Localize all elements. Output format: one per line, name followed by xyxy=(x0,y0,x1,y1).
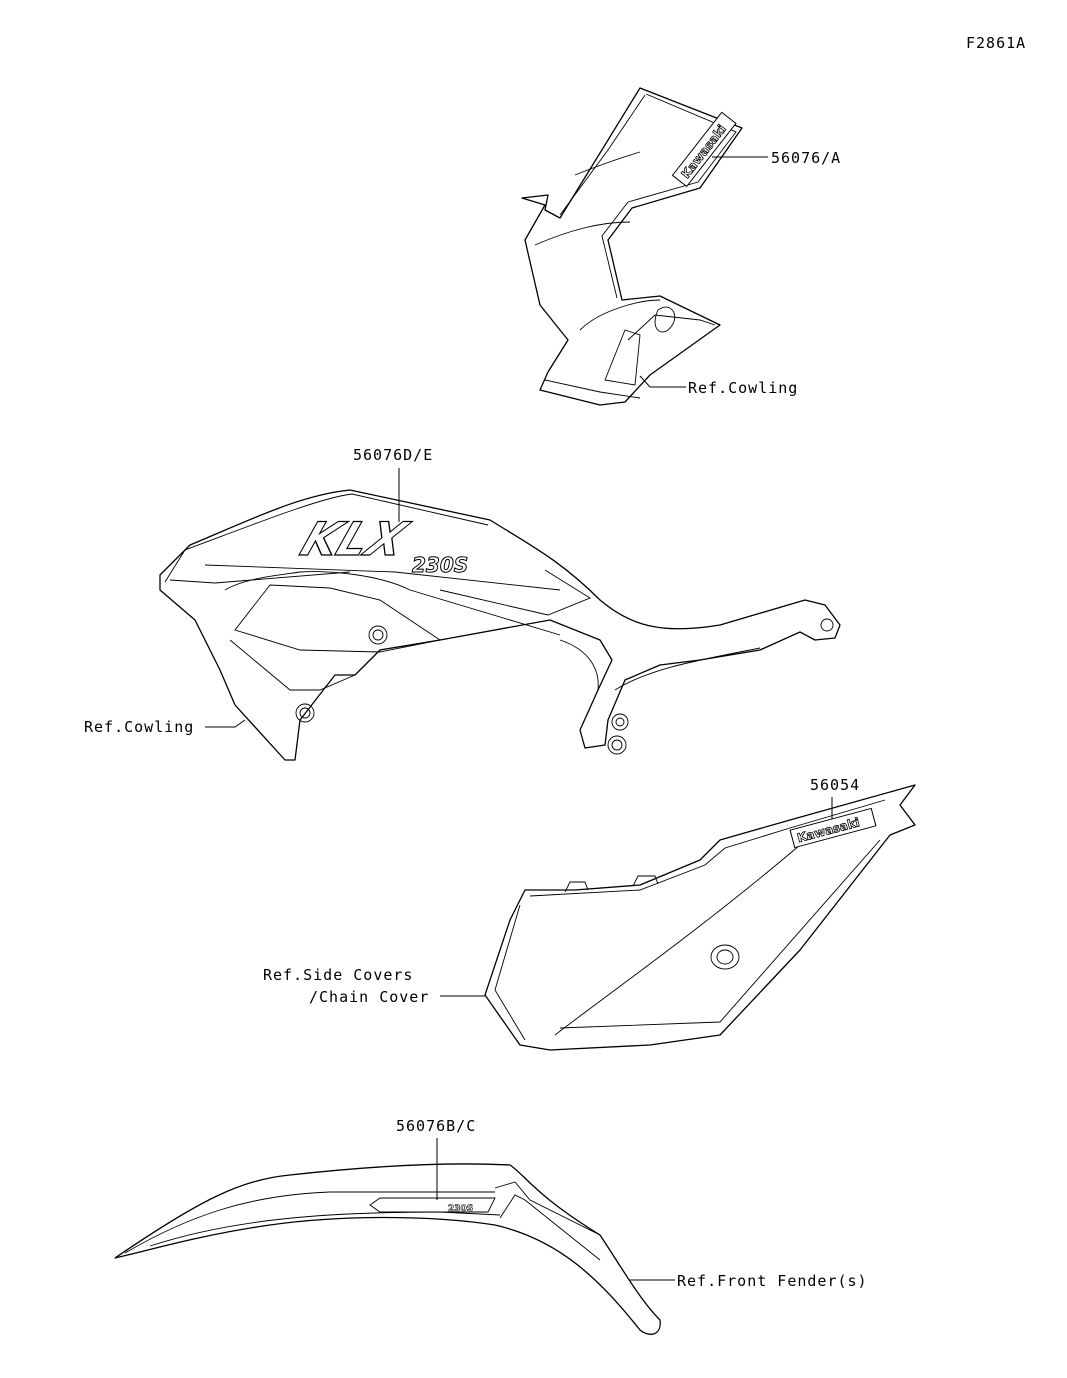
diagram-id: F2861A xyxy=(966,34,1026,52)
main-cowling-part: KLX 230S xyxy=(159,489,841,761)
side-cover-part: Kawasaki xyxy=(484,784,916,1051)
leader-line xyxy=(639,375,686,388)
callout-56076b-c: 56076B/C xyxy=(396,1117,476,1135)
front-fender-part: 230S xyxy=(114,1163,661,1335)
callout-ref-side-covers: Ref.Side Covers xyxy=(263,966,413,984)
callout-56054: 56054 xyxy=(810,776,860,794)
upper-cowling-part: Kawasaki xyxy=(521,87,743,406)
callout-ref-chain-cover: /Chain Cover xyxy=(309,988,429,1006)
klx-decal-text: KLX xyxy=(294,513,416,566)
callout-ref-front-fender: Ref.Front Fender(s) xyxy=(677,1272,868,1290)
fender-230s-decal: 230S xyxy=(448,1204,473,1214)
callout-56076-a: 56076/A xyxy=(771,149,841,167)
callout-ref-cowling-upper: Ref.Cowling xyxy=(688,379,798,397)
callout-56076d-e: 56076D/E xyxy=(353,446,433,464)
leader-line xyxy=(205,719,246,728)
230s-decal-text: 230S xyxy=(412,553,468,577)
callout-ref-cowling-main: Ref.Cowling xyxy=(84,718,194,736)
